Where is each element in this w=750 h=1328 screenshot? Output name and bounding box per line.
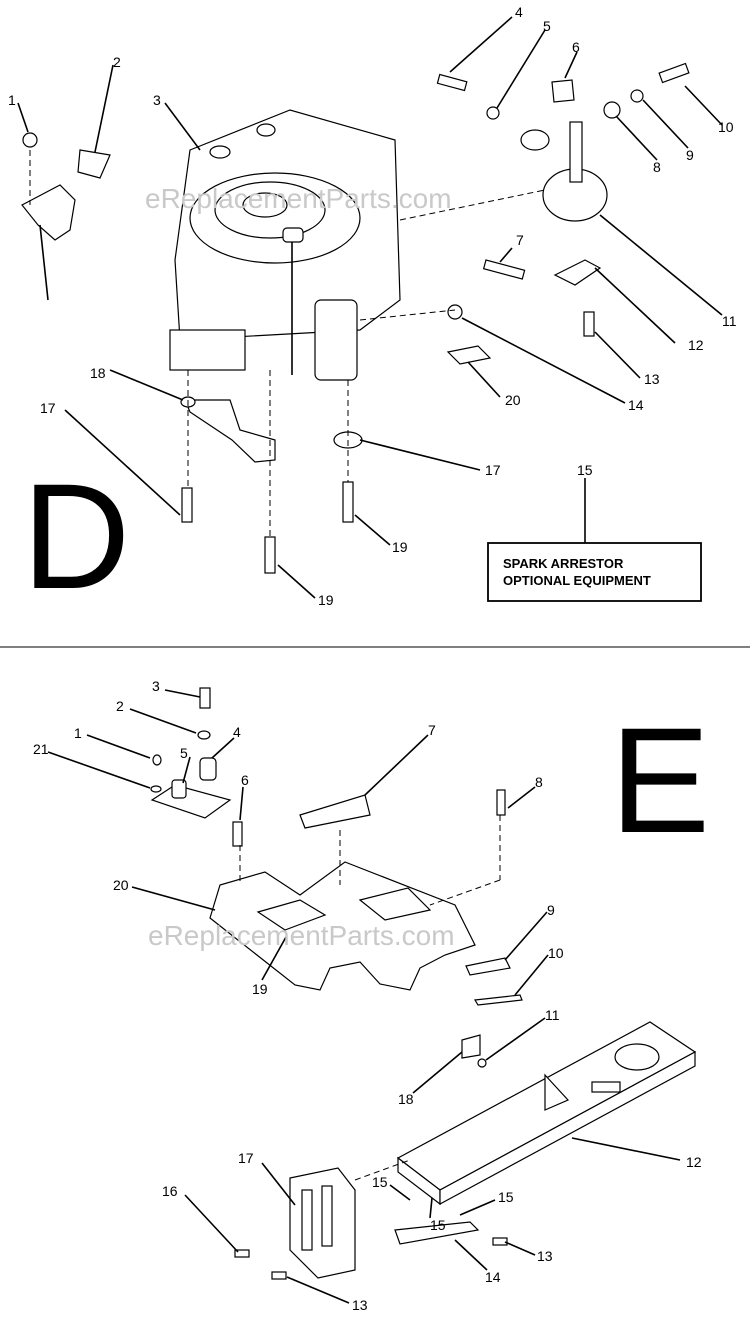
callout-e-11: 11 [545, 1007, 560, 1023]
callout-e-21: 21 [33, 741, 49, 757]
section-letter-d: D [22, 452, 130, 620]
leader-lines-d [17, 16, 723, 599]
callout-17: 17 [40, 400, 56, 416]
callout-e-17: 17 [238, 1150, 254, 1166]
callout-e-10: 10 [548, 945, 564, 961]
callout-19b: 19 [318, 592, 334, 608]
engine [169, 109, 401, 381]
callout-1: 1 [8, 92, 16, 108]
callout-18: 18 [90, 365, 106, 381]
callout-4: 4 [515, 4, 523, 20]
callout-13: 13 [644, 371, 660, 387]
callout-20: 20 [505, 392, 521, 408]
section-d: 1 2 3 4 5 6 7 8 9 10 11 12 13 14 15 17 1… [8, 4, 737, 620]
callouts-e: 1 2 3 4 5 6 7 8 9 10 11 12 13 13 14 15 1… [33, 678, 702, 1313]
decal [299, 794, 371, 829]
callout-19: 19 [392, 539, 408, 555]
fender [209, 815, 501, 991]
bolt-icon [22, 132, 38, 148]
callout-e-20: 20 [113, 877, 129, 893]
callout-15: 15 [577, 462, 593, 478]
watermark: eReplacementParts.com [145, 183, 452, 214]
seat-switch-hardware [150, 687, 243, 847]
callout-e-6: 6 [241, 772, 249, 788]
callout-e-7: 7 [428, 722, 436, 738]
callout-2: 2 [113, 54, 121, 70]
callout-e-2: 2 [116, 698, 124, 714]
callout-17b: 17 [485, 462, 501, 478]
callout-11: 11 [722, 313, 737, 329]
callout-7: 7 [516, 232, 524, 248]
callout-e-13: 13 [537, 1248, 553, 1264]
brackets [461, 957, 523, 1068]
watermark-e: eReplacementParts.com [148, 920, 455, 951]
callout-5: 5 [543, 18, 551, 34]
callout-14: 14 [628, 397, 644, 413]
callout-e-15c: 15 [430, 1217, 446, 1233]
callout-3: 3 [153, 92, 161, 108]
muffler [436, 62, 690, 365]
callout-e-9: 9 [547, 902, 555, 918]
screw-8 [496, 789, 506, 816]
callout-10: 10 [718, 119, 734, 135]
front-bracket [234, 1159, 508, 1280]
mounting-hardware [180, 189, 546, 574]
callout-e-15: 15 [498, 1189, 514, 1205]
spark-arrestor-note: SPARK ARRESTOR OPTIONAL EQUIPMENT [487, 542, 702, 602]
throttle-control [21, 132, 111, 301]
callout-e-14: 14 [485, 1269, 501, 1285]
note-line-2: OPTIONAL EQUIPMENT [503, 573, 651, 588]
callout-e-1: 1 [74, 725, 82, 741]
callout-e-16: 16 [162, 1183, 178, 1199]
frame-rail [396, 1021, 697, 1206]
callout-6: 6 [572, 39, 580, 55]
callout-e-4: 4 [233, 724, 241, 740]
callout-8: 8 [653, 159, 661, 175]
callout-e-8: 8 [535, 774, 543, 790]
callout-e-15b: 15 [372, 1174, 388, 1190]
section-e: 1 2 3 4 5 6 7 8 9 10 11 12 13 13 14 15 1… [33, 678, 710, 1313]
callout-e-12: 12 [686, 1154, 702, 1170]
callout-12: 12 [688, 337, 704, 353]
callout-e-18: 18 [398, 1091, 414, 1107]
callout-e-3: 3 [152, 678, 160, 694]
callouts-d: 1 2 3 4 5 6 7 8 9 10 11 12 13 14 15 17 1… [8, 4, 737, 608]
section-letter-e: E [610, 696, 710, 864]
leader-lines-e [47, 689, 681, 1304]
callout-9: 9 [686, 147, 694, 163]
callout-e-19: 19 [252, 981, 268, 997]
callout-e-13b: 13 [352, 1297, 368, 1313]
note-line-1: SPARK ARRESTOR [503, 556, 624, 571]
callout-e-5: 5 [180, 745, 188, 761]
